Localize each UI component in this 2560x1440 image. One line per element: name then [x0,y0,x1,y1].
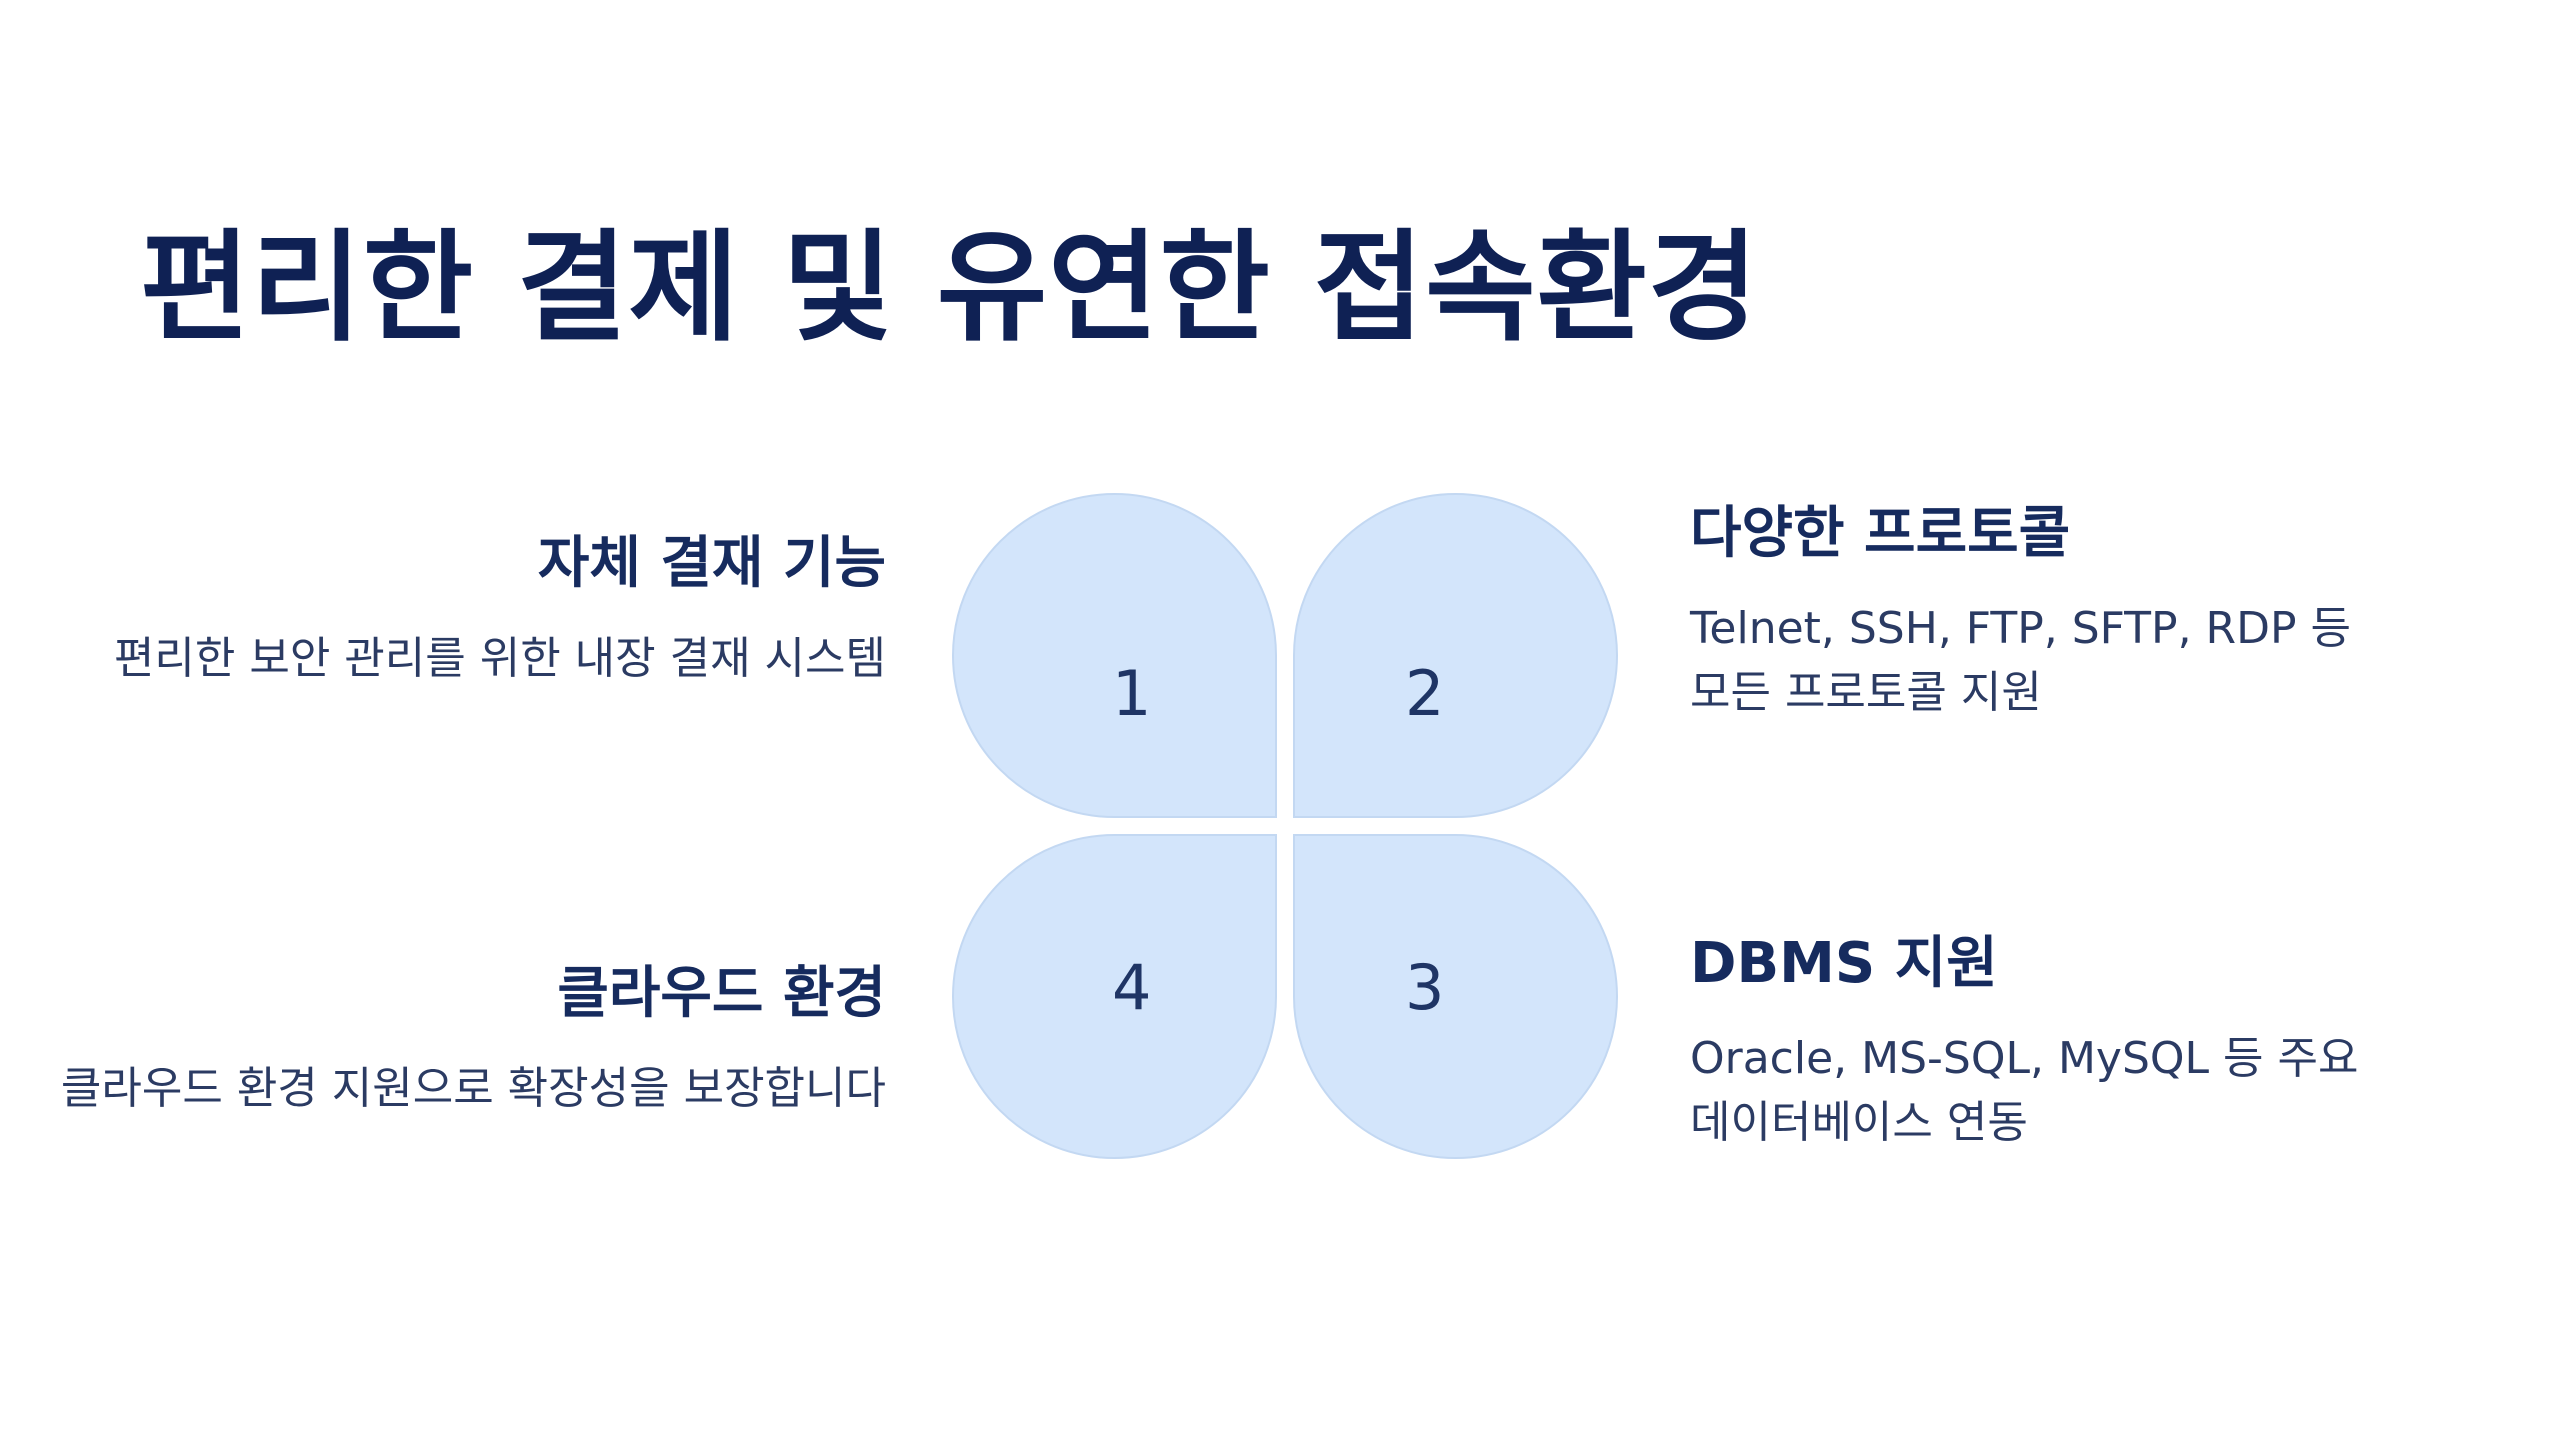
feature-1-title: 자체 결재 기능 [537,531,886,596]
petal-2: 2 [1293,493,1618,818]
feature-2: 다양한 프로토콜 Telnet, SSH, FTP, SFTP, RDP 등 모… [1690,500,2530,725]
feature-2-title: 다양한 프로토콜 [1690,501,2071,566]
feature-2-description: Telnet, SSH, FTP, SFTP, RDP 등 모든 프로토콜 지원 [1690,603,2352,718]
feature-4-description: 클라우드 환경 지원으로 확장성을 보장합니다 [60,1063,886,1115]
page-title: 편리한 결제 및 유연한 접속환경 [140,219,1760,358]
petal-4-number: 4 [1112,951,1152,1024]
feature-4-title: 클라우드 환경 [557,961,886,1026]
feature-1-description: 편리한 보안 관리를 위한 내장 결재 시스템 [113,633,886,685]
feature-3-title: DBMS 지원 [1690,931,1998,996]
feature-3: DBMS 지원 Oracle, MS-SQL, MySQL 등 주요 데이터베이… [1690,930,2530,1155]
petal-3-number: 3 [1405,951,1445,1024]
feature-3-description: Oracle, MS-SQL, MySQL 등 주요 데이터베이스 연동 [1690,1033,2359,1148]
petal-4: 4 [952,834,1277,1159]
petal-2-number: 2 [1405,657,1445,730]
petal-1: 1 [952,493,1277,818]
feature-1: 자체 결재 기능 편리한 보안 관리를 위한 내장 결재 시스템 [46,530,886,691]
petal-3: 3 [1293,834,1618,1159]
feature-4: 클라우드 환경 클라우드 환경 지원으로 확장성을 보장합니다 [46,960,886,1121]
petal-1-number: 1 [1112,657,1152,730]
